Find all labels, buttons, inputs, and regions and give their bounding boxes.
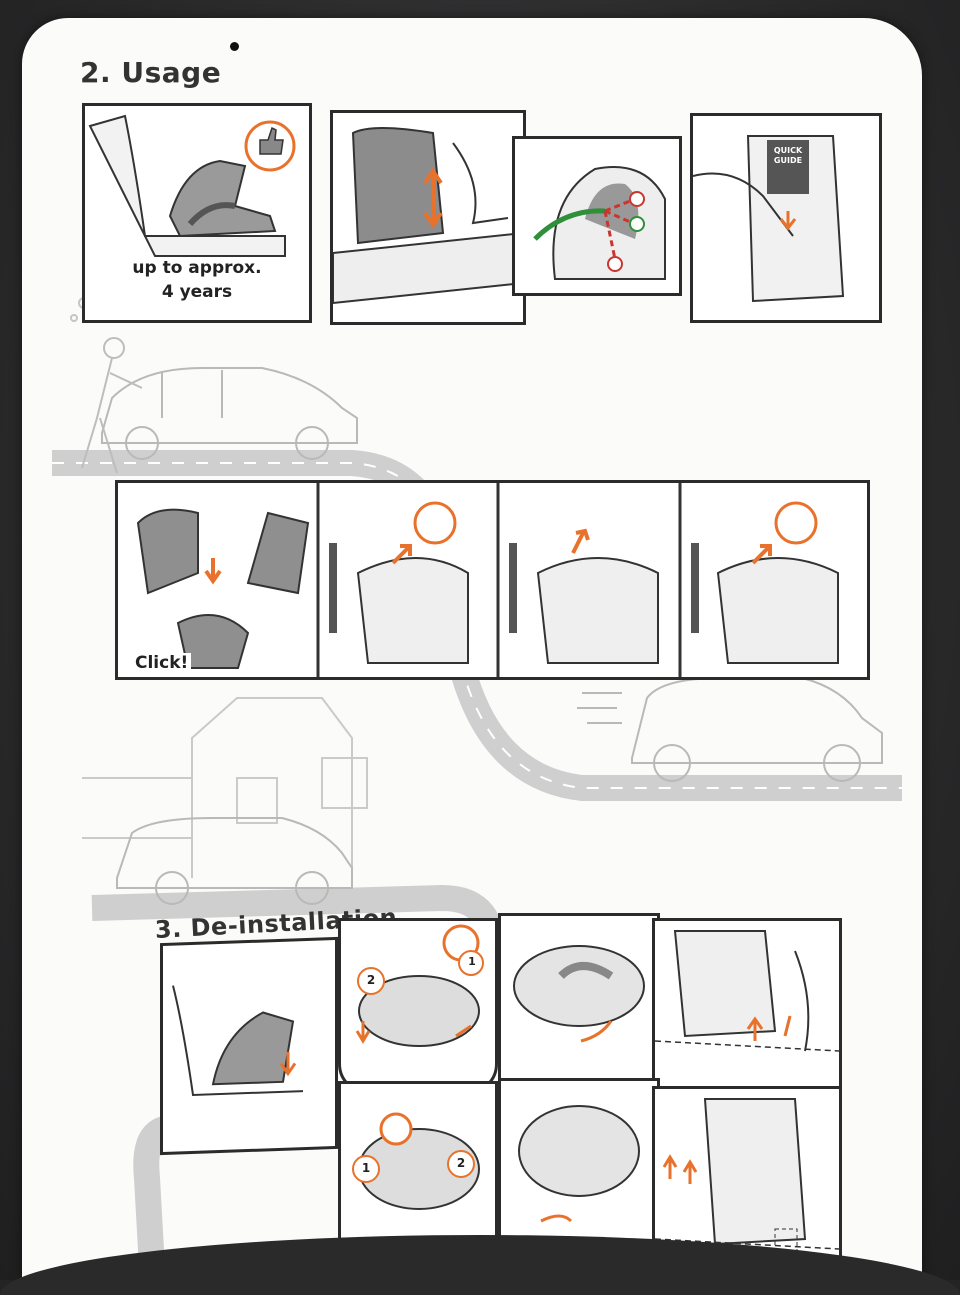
age-caption-line1: up to approx.: [132, 258, 262, 278]
buckle-arrow-icon: [204, 558, 222, 585]
thumbs-up-icon: [259, 126, 284, 155]
usage-heading: 2. Usage: [80, 56, 222, 89]
turn-seat-illustration: [513, 945, 645, 1043]
deinstall-panel-step2: [498, 913, 660, 1091]
rotate-back-illustration: [352, 1112, 480, 1246]
lift-seat-illustration: [518, 1105, 640, 1223]
step-number-1: 1: [468, 955, 476, 968]
car-illustration-3: [116, 817, 353, 905]
car-illustration-2: [577, 677, 883, 782]
harness-check-illustration: [533, 166, 666, 280]
hanging-hole: [230, 42, 239, 51]
cross-icon-2: [607, 256, 623, 272]
remove-base-illustration: [655, 1098, 839, 1258]
down-arrow-icon: [779, 211, 797, 231]
step-number-1b: 1: [361, 1161, 371, 1175]
usage-panel-headrest: [330, 110, 526, 325]
seat-release-illustration: [172, 985, 303, 1096]
click-label: Click!: [132, 653, 192, 673]
check-icon: [629, 216, 645, 232]
deinstall-panel-seat: [160, 936, 338, 1156]
car-seat-illustration: [88, 114, 296, 257]
up-down-arrow-icon: [423, 167, 443, 229]
instruction-board: 2. Usage up to approx. 4 years: [22, 18, 922, 1280]
usage-panel-quick-guide: QUICK GUIDE: [690, 113, 882, 323]
person-illustration: [81, 337, 143, 474]
cross-icon: [629, 191, 645, 207]
rotate-seat-illustration: [355, 924, 484, 1047]
isofix-release-illustration: [655, 930, 839, 1052]
deinstall-panel-step1: 1 2: [338, 918, 498, 1094]
house-illustration: [82, 697, 368, 878]
deinstall-panel-step6: [652, 1086, 842, 1268]
step-number-2b: 2: [456, 1156, 466, 1170]
harness-steps-illustration: [136, 483, 839, 677]
step-number-2: 2: [366, 973, 376, 987]
car-illustration-1: [101, 367, 358, 460]
harness-strip: Click!: [115, 480, 870, 680]
headrest-adjust-illustration: [333, 127, 523, 305]
age-caption-line2: 4 years: [161, 282, 233, 302]
deinstall-panel-step3: [652, 918, 842, 1090]
quick-guide-label: QUICK GUIDE: [767, 140, 809, 194]
usage-panel-harness-check: [512, 136, 682, 296]
usage-panel-age: up to approx. 4 years: [82, 103, 312, 323]
